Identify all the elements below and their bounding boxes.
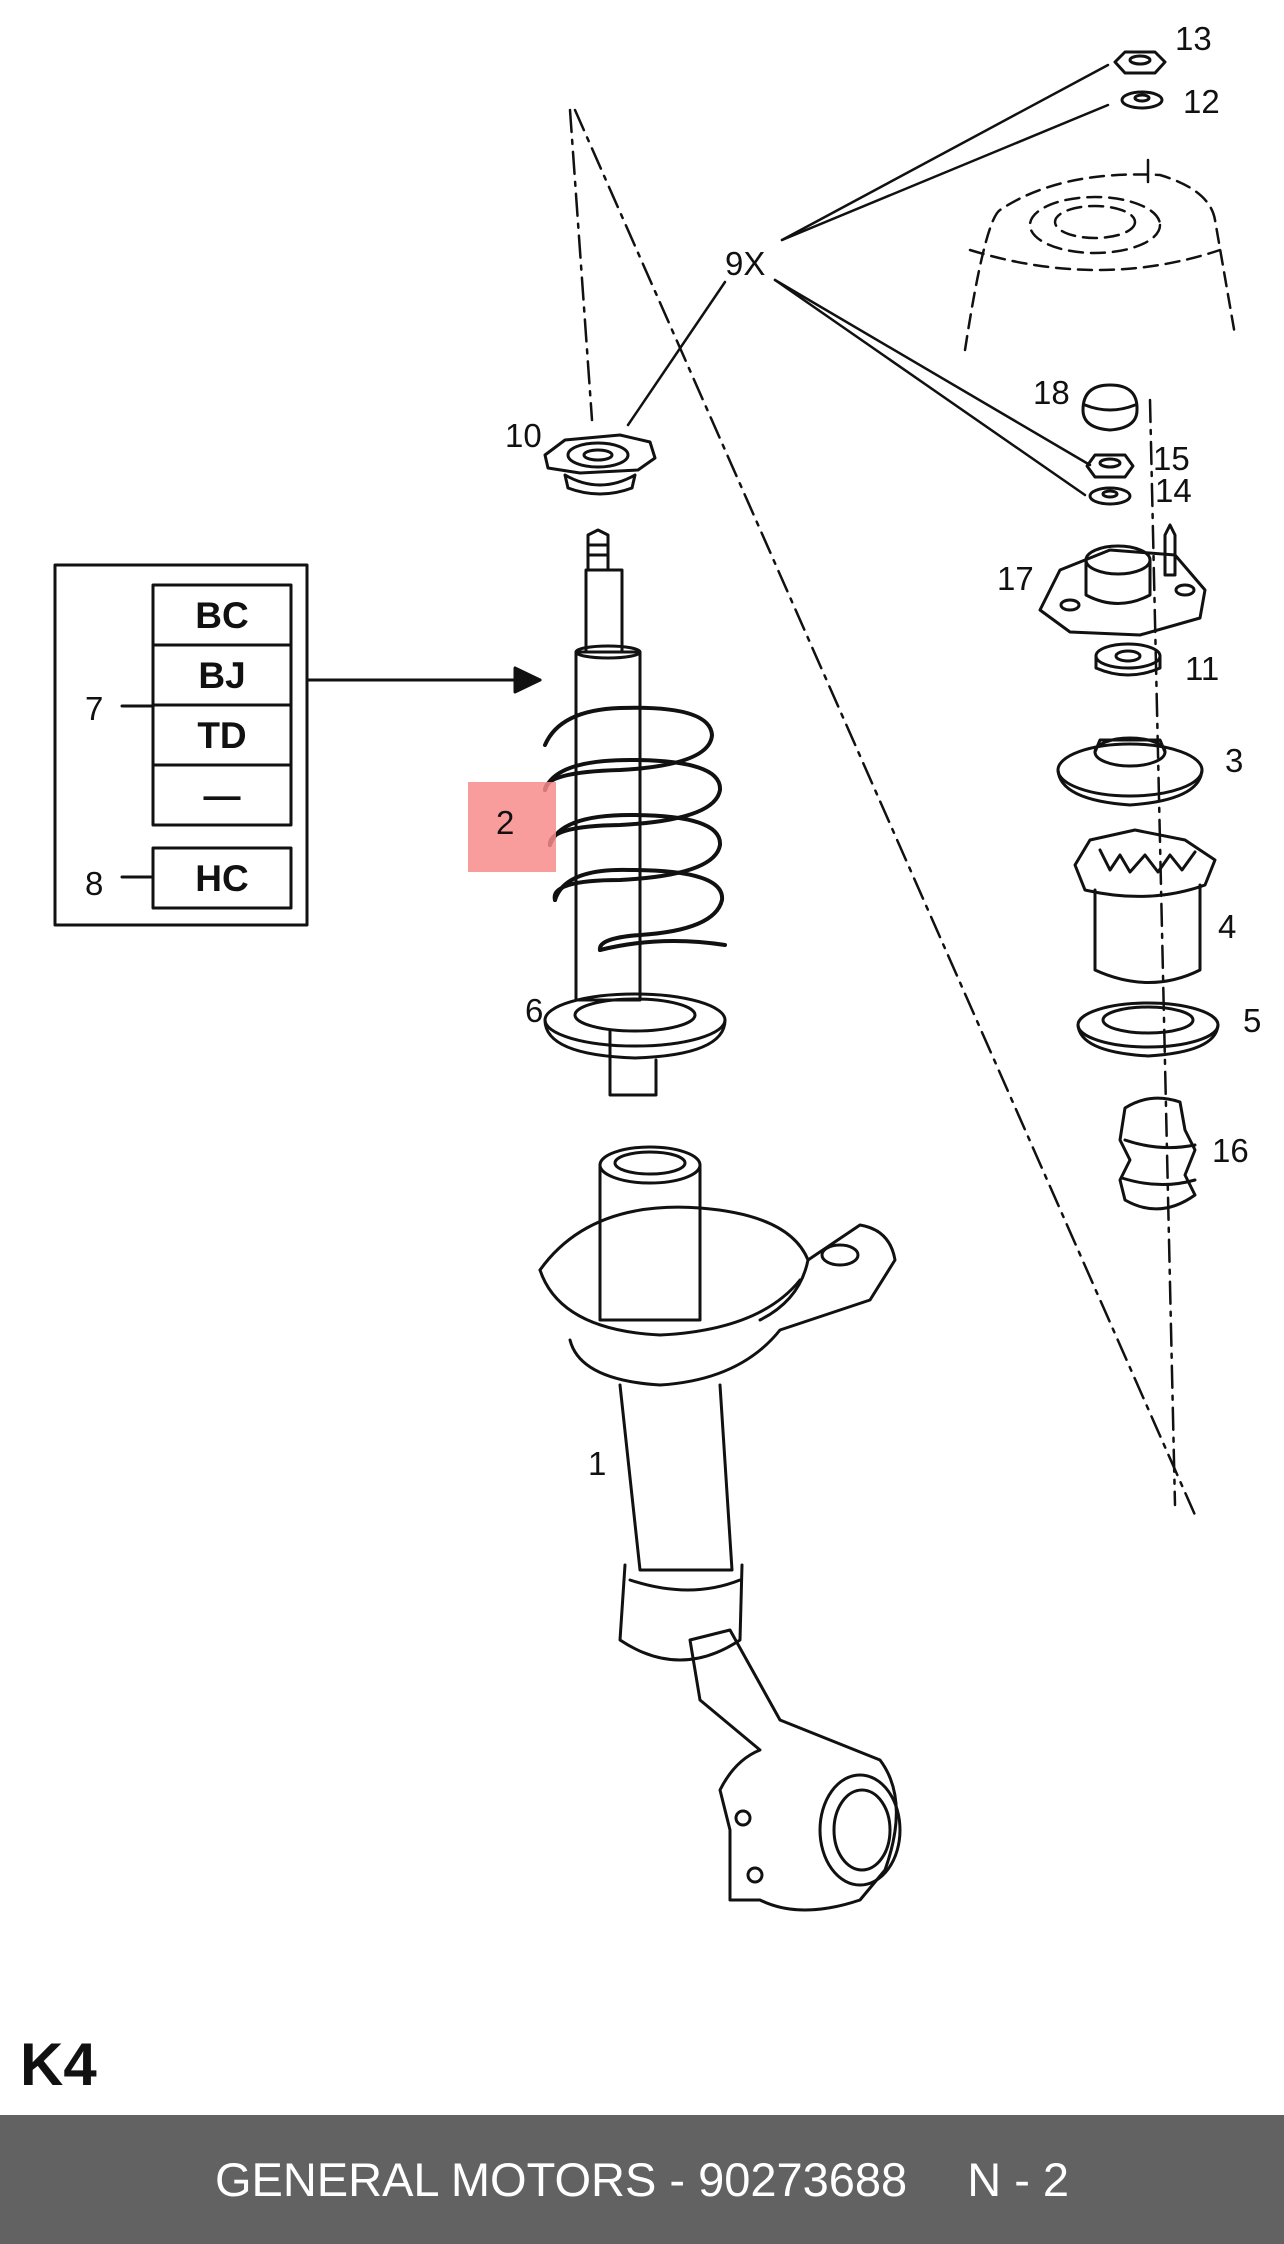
ring-5 <box>1076 1001 1220 1058</box>
leader-lines-9x <box>626 63 1110 497</box>
bump-stop-4 <box>1073 828 1217 984</box>
spring-seat-6 <box>543 992 727 1060</box>
bearing-11 <box>1094 642 1162 677</box>
strut-mount-17 <box>1038 523 1207 637</box>
seat-code-hc: HC <box>195 858 248 899</box>
callout-5: 5 <box>1243 1002 1261 1039</box>
callout-7: 7 <box>85 690 103 727</box>
callout-13: 13 <box>1175 20 1212 57</box>
coil-spring <box>543 705 727 952</box>
spring-code-bc: BC <box>195 595 248 636</box>
nut-15 <box>1085 453 1135 479</box>
strut-body-1 <box>538 1145 902 1912</box>
buffer-16 <box>1118 1096 1197 1211</box>
part-number: 90273688 <box>698 2153 908 2206</box>
callout-8: 8 <box>85 865 103 902</box>
callout-9x: 9X <box>725 245 765 282</box>
mount-dome <box>963 173 1237 352</box>
callout-16: 16 <box>1212 1132 1249 1169</box>
upper-seat-3 <box>1056 736 1204 807</box>
callout-15: 15 <box>1153 440 1190 477</box>
code-box <box>53 563 542 927</box>
callout-12: 12 <box>1183 83 1220 120</box>
damper-rod-upper <box>574 528 658 1097</box>
spring-code-bj: BJ <box>198 655 245 696</box>
highlight-part-2 <box>468 782 556 872</box>
washer-14 <box>1088 486 1132 506</box>
nut-13 <box>1113 50 1167 75</box>
callout-10: 10 <box>505 417 542 454</box>
callout-6: 6 <box>525 992 543 1029</box>
callout-2: 2 <box>496 804 514 841</box>
spring-code-dash: — <box>204 775 241 816</box>
footer-bar: GENERAL MOTORS - 90273688 N - 2 <box>0 2115 1284 2244</box>
callout-17: 17 <box>997 560 1034 597</box>
item-number: N - 2 <box>967 2153 1070 2206</box>
page-code: K4 <box>20 2031 97 2098</box>
callout-3: 3 <box>1225 742 1243 779</box>
top-plate-10 <box>543 433 657 496</box>
callout-1: 1 <box>588 1445 606 1482</box>
cap-18 <box>1081 383 1139 432</box>
callout-14: 14 <box>1155 472 1192 509</box>
axis-lines <box>568 108 1197 1517</box>
manufacturer-name: GENERAL MOTORS <box>214 2153 657 2206</box>
callout-11: 11 <box>1185 650 1219 687</box>
callout-4: 4 <box>1218 908 1236 945</box>
footer-separator: - <box>656 2153 699 2206</box>
spring-code-td: TD <box>197 715 246 756</box>
washer-12 <box>1120 90 1164 110</box>
callout-18: 18 <box>1033 374 1070 411</box>
